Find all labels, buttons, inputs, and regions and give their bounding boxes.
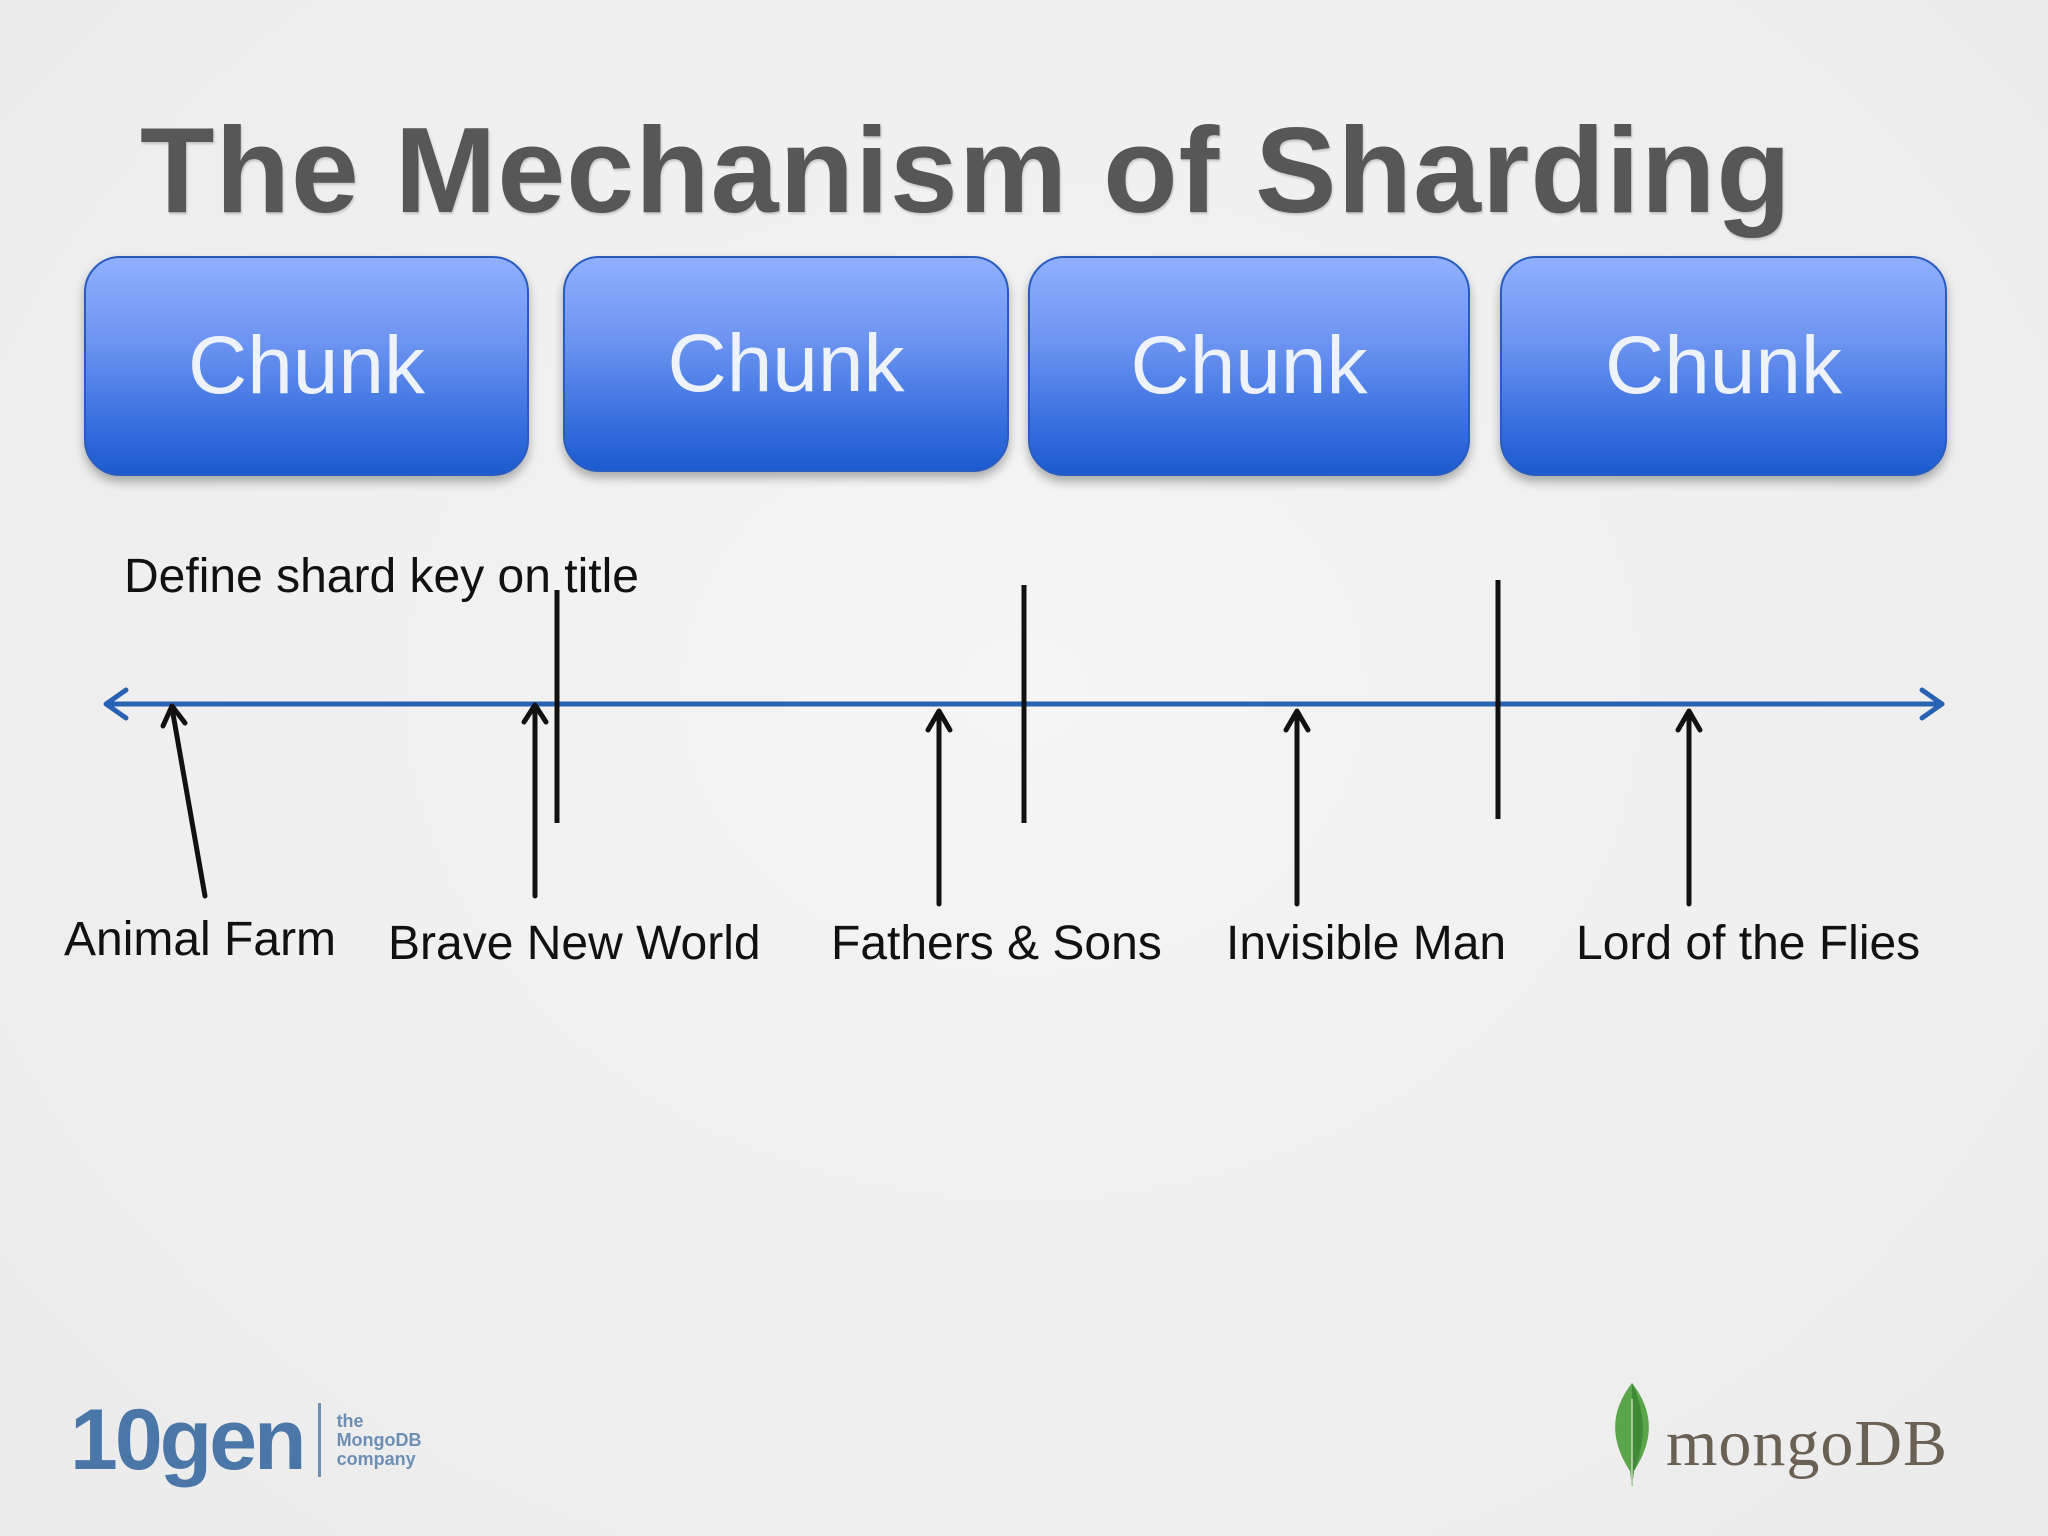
pointer-arrow-fathers-and-sons (925, 708, 953, 907)
chunk-label-3: Chunk (1130, 320, 1368, 411)
tagline-line-3: company (336, 1448, 416, 1469)
book-label-animal-farm: Animal Farm (64, 913, 337, 966)
book-label-brave-new-world: Brave New World (388, 917, 761, 970)
axis-right-arrowhead-icon (1919, 687, 1945, 721)
axis-left-arrowhead-icon (103, 687, 129, 721)
chunk-label-2: Chunk (667, 318, 905, 409)
pointer-arrow-lord-of-the-flies (1675, 708, 1703, 907)
mongodb-logo: mongoDB (1604, 1374, 1948, 1494)
tagline-line-1: the (336, 1410, 364, 1431)
mongodb-leaf-icon (1615, 1383, 1649, 1487)
mongodb-wordmark: mongoDB (1666, 1407, 1949, 1480)
chunk-label-4: Chunk (1604, 320, 1843, 411)
10gen-logo: 10gen the MongoDB company (70, 1390, 422, 1490)
book-label-invisible-man: Invisible Man (1226, 917, 1507, 970)
10gen-tagline: the MongoDB company (336, 1410, 422, 1469)
slide-title: The Mechanism of Sharding (140, 102, 1792, 238)
pointer-arrow-brave-new-world (521, 702, 549, 899)
chunk-label-1: Chunk (187, 320, 426, 411)
pointer-arrow-invisible-man (1283, 708, 1311, 907)
tagline-line-2: MongoDB (336, 1429, 422, 1450)
shard-key-caption: Define shard key on title (124, 550, 639, 603)
10gen-wordmark: 10gen (70, 1392, 307, 1488)
logo-divider (317, 1403, 321, 1477)
chunk-box-2: Chunk (563, 256, 1009, 472)
chunk-box-3: Chunk (1028, 256, 1470, 476)
book-label-lord-of-the-flies: Lord of the Flies (1576, 917, 1921, 970)
chunk-box-1: Chunk (84, 256, 529, 476)
book-label-fathers-and-sons: Fathers & Sons (831, 917, 1162, 970)
chunk-box-4: Chunk (1500, 256, 1947, 476)
pointer-arrow-animal-farm (160, 703, 208, 899)
